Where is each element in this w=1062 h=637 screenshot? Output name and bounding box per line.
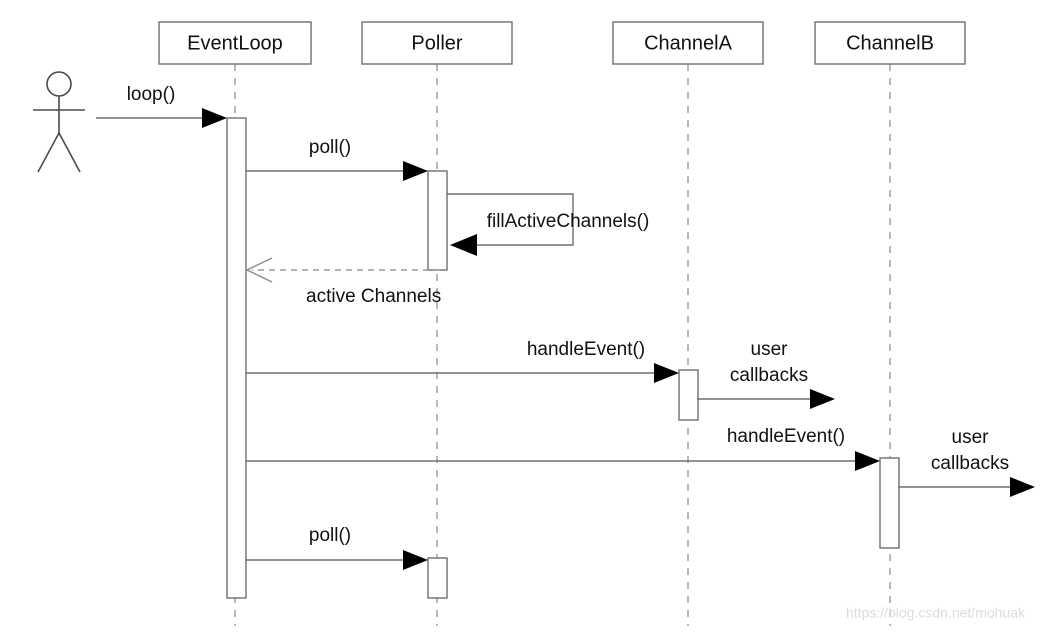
actor-left-leg-line [37, 132, 60, 173]
message-handle-event-channelb[interactable]: handleEvent() [246, 426, 880, 471]
message-label-poll-first: poll() [309, 137, 351, 158]
message-label-loop: loop() [127, 84, 176, 105]
message-handle-event-channela[interactable]: handleEvent() [246, 339, 679, 383]
participant-box-channelb [814, 21, 966, 65]
arrowhead-filled-loop-icon [202, 108, 227, 128]
message-user-callbacks-channelb[interactable]: user callbacks [898, 427, 1035, 497]
participant-eventloop[interactable]: EventLoop [158, 21, 312, 65]
arrowhead-filled-poll-second-icon [403, 550, 428, 570]
participant-channela[interactable]: ChannelA [612, 21, 764, 65]
message-loop[interactable]: loop() [96, 84, 227, 128]
participant-label-eventloop: EventLoop [187, 32, 283, 54]
activation-bar-poller-first[interactable] [427, 170, 448, 271]
message-label-user-callbacks-channela-line2: callbacks [730, 365, 808, 386]
message-poll-first[interactable]: poll() [246, 137, 428, 181]
message-label-poll-second: poll() [309, 525, 351, 546]
participant-box-channela [612, 21, 764, 65]
participant-box-eventloop [158, 21, 312, 65]
message-label-handle-event-channelb: handleEvent() [727, 426, 845, 447]
message-label-user-callbacks-channelb-line1: user [952, 427, 990, 448]
message-active-channels-return[interactable]: active Channels [245, 257, 441, 307]
arrowhead-filled-handle-event-channelb-icon [855, 451, 880, 471]
participant-poller[interactable]: Poller [361, 21, 513, 65]
message-user-callbacks-channela[interactable]: user callbacks [697, 339, 835, 409]
watermark-text: https://blog.csdn.net/mohuak [846, 605, 1026, 621]
activation-bar-eventloop[interactable] [226, 117, 247, 599]
message-label-user-callbacks-channelb-line2: callbacks [931, 453, 1009, 474]
participant-channelb[interactable]: ChannelB [814, 21, 966, 65]
arrowhead-filled-user-callbacks-channelb-icon [1010, 477, 1035, 497]
activation-bar-channela[interactable] [678, 369, 699, 421]
message-label-handle-event-channela: handleEvent() [527, 339, 645, 360]
participant-label-poller: Poller [411, 32, 462, 54]
message-line-fill-active-channels [447, 193, 574, 246]
message-fill-active-channels[interactable]: fillActiveChannels() [447, 193, 650, 256]
actor-head-icon [46, 71, 72, 97]
participant-label-channela: ChannelA [644, 32, 733, 54]
participant-box-poller [361, 21, 513, 65]
message-label-active-channels: active Channels [306, 286, 441, 307]
arrowhead-filled-handle-event-channela-icon [654, 363, 679, 383]
message-label-fill-active-channels: fillActiveChannels() [487, 211, 650, 232]
participant-label-channelb: ChannelB [846, 32, 934, 54]
message-poll-second[interactable]: poll() [246, 525, 428, 570]
actor-figure[interactable] [33, 71, 85, 173]
activation-bar-poller-second[interactable] [427, 557, 448, 599]
arrowhead-filled-fill-active-channels-icon [450, 234, 477, 256]
arrowhead-open-active-channels-icon [245, 257, 273, 283]
arrowhead-filled-poll-first-icon [403, 161, 428, 181]
actor-right-leg-line [58, 132, 81, 173]
arrowhead-filled-user-callbacks-channela-icon [810, 389, 835, 409]
activation-bar-channelb[interactable] [879, 457, 900, 549]
message-label-user-callbacks-channela-line1: user [751, 339, 789, 360]
